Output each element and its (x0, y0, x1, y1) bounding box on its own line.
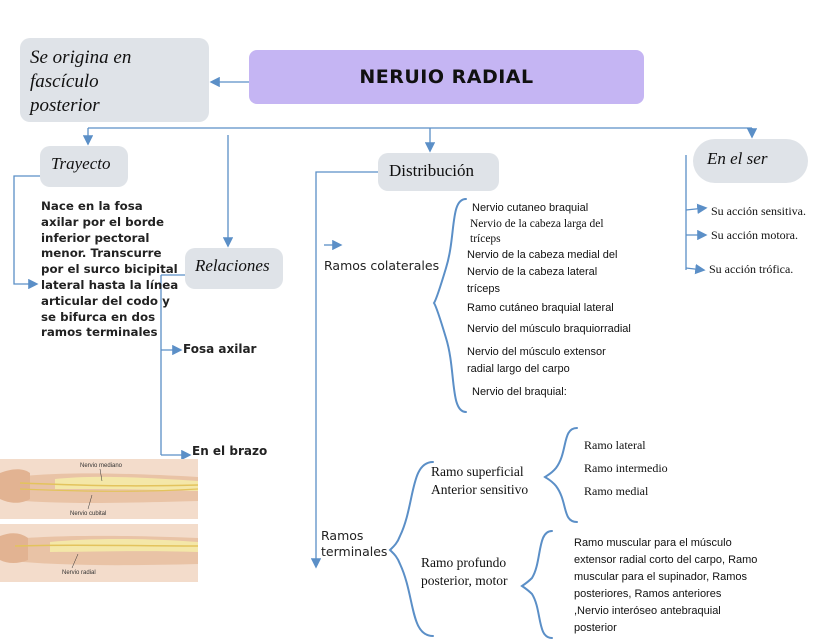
brace-colaterales (432, 198, 467, 413)
superficial-label-line2: Anterior sensitivo (431, 482, 529, 497)
colateral-item-4b: tríceps (467, 283, 501, 295)
distribucion-heading: Distribución (389, 161, 474, 180)
profundo-line-6: posterior (574, 622, 617, 634)
superficial-item-intermedio: Ramo intermedio (584, 461, 668, 475)
trayecto-description: Nace en la fosa axilar por el borde infe… (41, 199, 179, 340)
colateral-item-8: Nervio del braquial: (472, 386, 567, 398)
arm-illustration-upper (0, 468, 198, 510)
page-title: NERUIO RADIAL (359, 66, 534, 88)
colateral-item-2b: tríceps (470, 233, 501, 245)
terminales-label-line1: Ramos (321, 528, 364, 543)
arrow-sensitiva (685, 203, 708, 214)
arm-image-lower: Nervio radial (0, 524, 198, 582)
colateral-item-1: Nervio cutaneo braquial (472, 202, 589, 214)
profundo-label-line1: Ramo profundo (421, 555, 507, 570)
colateral-item-4: Nervio de la cabeza lateral (467, 266, 598, 278)
profundo-description: Ramo muscular para el músculo extensor r… (574, 535, 757, 637)
terminales-label-line2: terminales (321, 544, 388, 559)
arrow-trofica (685, 263, 706, 275)
distribucion-box: Distribución (378, 153, 499, 191)
superficial-label-line1: Ramo superficial (431, 464, 524, 479)
superficial-item-lateral: Ramo lateral (584, 438, 646, 452)
enelser-item-sensitiva: Su acción sensitiva. (711, 204, 806, 218)
colateral-item-6: Nervio del músculo braquiorradial (467, 323, 631, 335)
enelser-box: En el ser (693, 139, 808, 183)
relaciones-box: Relaciones (185, 248, 283, 289)
superficial-item-medial: Ramo medial (584, 484, 649, 498)
profundo-label-line2: posterior, motor (421, 573, 508, 588)
label-nervio-radial: Nervio radial (62, 570, 96, 576)
profundo-label: Ramo profundo posterior, motor (421, 554, 507, 590)
arrow-distribucion-down (310, 171, 378, 569)
colateral-item-5: Ramo cutáneo braquial lateral (467, 302, 614, 314)
terminales-label: Ramos terminales (321, 528, 387, 560)
profundo-line-3: muscular para el supinador, Ramos (574, 571, 748, 583)
label-nervio-cubital: Nervio cubital (70, 511, 107, 517)
colateral-item-7b: radial largo del carpo (467, 363, 570, 375)
relaciones-item-fosa-axilar: Fosa axilar (183, 342, 257, 356)
origin-line2: posterior (30, 95, 100, 116)
arm-illustration-lower (0, 533, 198, 569)
enelser-item-motora: Su acción motora. (711, 228, 798, 242)
label-nervio-mediano: Nervio mediano (80, 463, 123, 469)
title-box: NERUIO RADIAL (249, 50, 644, 104)
colateral-item-2: Nervio de la cabeza larga del (470, 218, 604, 230)
enelser-item-trofica: Su acción trófica. (709, 262, 794, 276)
origin-box: Se origina en fascículo posterior (20, 38, 209, 122)
brace-superficial (543, 427, 578, 523)
colateral-item-3: Nervio de la cabeza medial del (467, 249, 618, 261)
arm-image-upper: Nervio mediano Nervio cubital (0, 459, 198, 519)
trayecto-heading: Trayecto (51, 154, 111, 173)
origin-line1: Se origina en fascículo (30, 47, 132, 92)
brace-terminales (388, 461, 434, 637)
profundo-line-2: extensor radial corto del carpo, Ramo (574, 554, 758, 566)
colaterales-label: Ramos colaterales (324, 258, 440, 273)
relaciones-heading: Relaciones (195, 256, 270, 275)
profundo-line-5: ,Nervio interóseo antebraquial (574, 605, 721, 617)
brace-profundo (520, 530, 553, 639)
relaciones-item-en-el-brazo: En el brazo (192, 444, 268, 458)
trayecto-box: Trayecto (40, 146, 128, 187)
profundo-line-4: posteriores, Ramos anteriores (574, 588, 722, 600)
profundo-line-1: Ramo muscular para el músculo (574, 537, 732, 549)
enelser-heading: En el ser (707, 149, 768, 168)
arrow-trayecto-desc (13, 175, 40, 290)
superficial-label: Ramo superficial Anterior sensitivo (431, 463, 528, 499)
colateral-item-7: Nervio del músculo extensor (467, 346, 606, 358)
